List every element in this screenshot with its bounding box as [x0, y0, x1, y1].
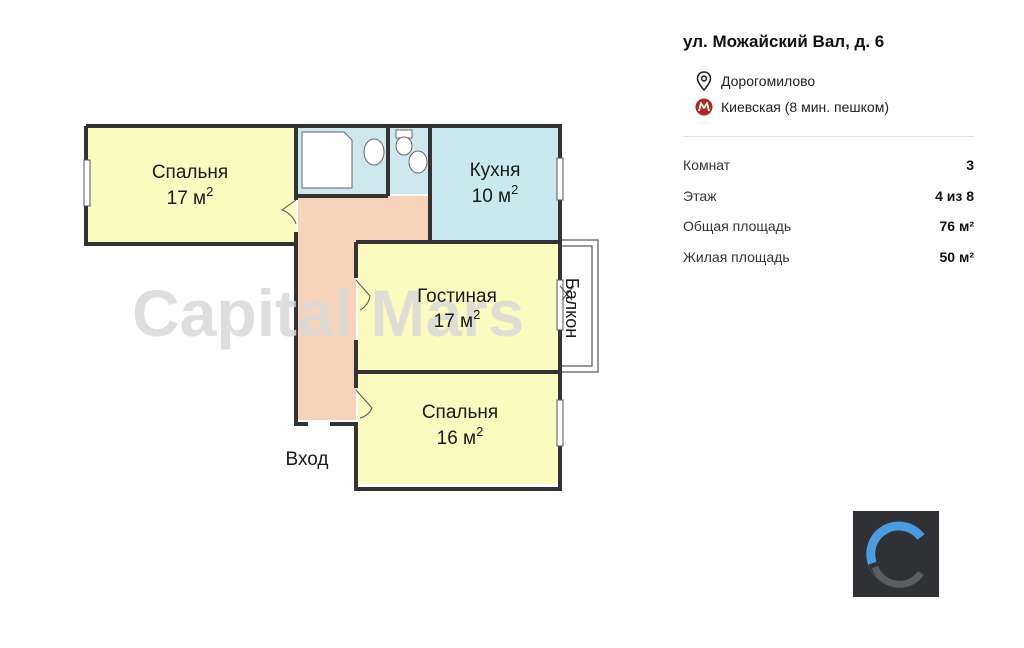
bath-fixtures — [301, 129, 428, 189]
kitchen-area: 10 м2 — [472, 182, 519, 207]
stat-rooms: Комнат 3 — [683, 157, 974, 188]
info-divider — [683, 136, 974, 137]
stat-value: 4 из 8 — [935, 187, 974, 204]
stat-value: 76 м² — [939, 218, 974, 234]
balcony — [562, 239, 599, 373]
stat-label: Общая площадь — [683, 218, 792, 234]
metro-row: Киевская (8 мин. пешком) — [683, 94, 974, 120]
stat-label: Этаж — [683, 187, 717, 204]
floor-plan: Capital Mars Спальня 17 м2 Кухня 10 м2 Г… — [83, 124, 599, 491]
bedroom-right-name: Спальня — [422, 402, 498, 423]
watermark: Capital Mars — [132, 276, 524, 350]
entrance-label: Вход — [286, 449, 329, 470]
bedroom-left-fill — [88, 128, 296, 242]
doors — [280, 199, 575, 419]
windows — [83, 157, 564, 447]
bedroom-left-name: Спальня — [152, 162, 228, 183]
stat-floor: Этаж 4 из 8 — [683, 188, 974, 219]
stat-value: 50 м² — [939, 248, 974, 265]
bedroom-right-area: 16 м2 — [437, 424, 484, 449]
hall-fill — [298, 196, 432, 420]
district-name: Дорогомилово — [721, 73, 816, 89]
kitchen-fill — [432, 128, 558, 241]
metro-station: Киевская (8 мин. пешком) — [721, 99, 889, 115]
metro-icon — [693, 96, 715, 118]
listing-info: ул. Можайский Вал, д. 6 Дорогомилово Кие… — [683, 32, 974, 279]
living-room-area: 17 м2 — [434, 307, 481, 332]
stat-label: Жилая площадь — [683, 248, 790, 265]
bedroom-right-fill — [358, 374, 558, 484]
district-row: Дорогомилово — [683, 68, 974, 94]
stat-total-area: Общая площадь 76 м² — [683, 218, 974, 249]
kitchen-name: Кухня — [470, 160, 521, 181]
bedroom-left-area: 17 м2 — [167, 184, 214, 209]
brand-logo-icon — [853, 511, 939, 597]
stat-value: 3 — [966, 157, 974, 173]
living-room-name: Гостиная — [417, 286, 497, 307]
stat-living-area: Жилая площадь 50 м² — [683, 249, 974, 280]
living-room-fill — [358, 244, 558, 370]
listing-address: ул. Можайский Вал, д. 6 — [683, 32, 885, 51]
stat-label: Комнат — [683, 157, 731, 173]
location-pin-icon — [693, 70, 715, 92]
balcony-label: Балкон — [562, 278, 582, 338]
